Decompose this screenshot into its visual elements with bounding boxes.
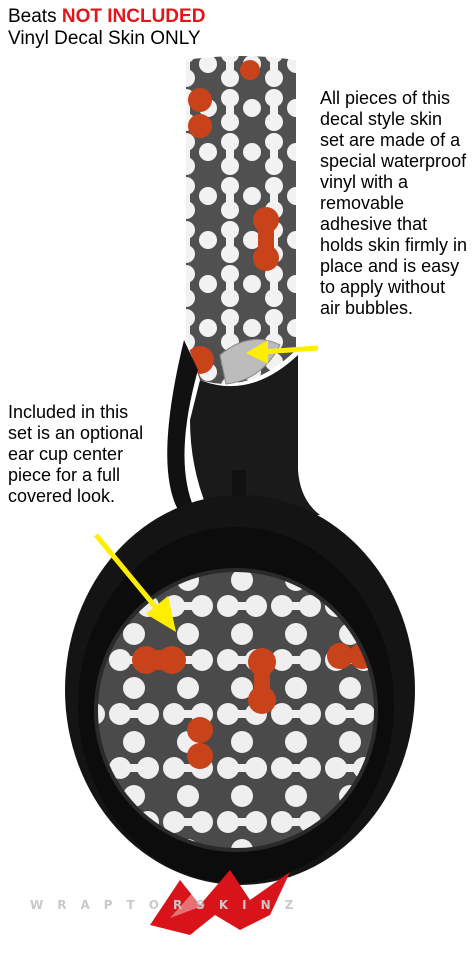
- brand-logo: [150, 870, 290, 935]
- callout-ear-cup: Included in this set is an optional ear …: [8, 402, 144, 506]
- header: Beats NOT INCLUDED Vinyl Decal Skin ONLY: [8, 6, 205, 50]
- headband-skin: [186, 56, 296, 385]
- ear-cup: [65, 495, 415, 885]
- logo-text: WRAPTORSKINZ: [30, 898, 308, 912]
- header-prefix: Beats: [8, 6, 62, 27]
- callout-headband: All pieces of this decal style skin set …: [320, 88, 468, 318]
- not-included-label: NOT INCLUDED: [61, 6, 206, 27]
- header-line-1: Beats NOT INCLUDED: [8, 6, 205, 28]
- headband-orange-accents: [186, 60, 279, 374]
- arrow-to-ear-cup: [94, 533, 176, 632]
- header-line-2: Vinyl Decal Skin ONLY: [8, 28, 201, 49]
- headband-body: [190, 355, 320, 515]
- arrow-to-headband: [246, 340, 319, 364]
- headband-arm-left: [167, 340, 200, 520]
